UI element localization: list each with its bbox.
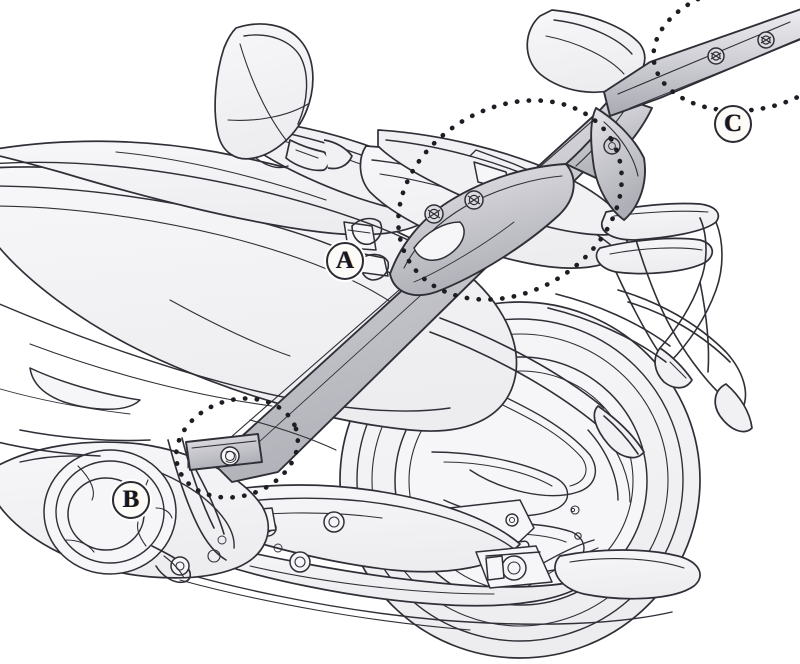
accessory-rack-assembly [185,8,800,483]
highlight-zone-a [396,98,624,302]
rear-view-mirror [214,23,353,172]
top-rail-bolt-1 [707,47,725,65]
exhaust-silencer [475,545,701,600]
callout-marker-a[interactable]: A [326,242,364,280]
engine-transmission-case [0,437,270,584]
callout-label-a: A [335,246,355,274]
bracket-bolt-2 [464,190,484,210]
callout-marker-c[interactable]: C [714,105,752,143]
misc-details [0,419,337,457]
callout-label-b: B [122,485,140,513]
callout-marker-b[interactable]: B [112,481,150,519]
highlight-zones [173,0,800,500]
callout-label-c: C [723,109,743,137]
top-rail-bolt-2 [757,31,775,49]
rear-subframe [429,289,753,459]
highlight-zone-b [173,396,301,500]
bracket-bolt-1 [424,204,444,224]
highlight-zone-c [651,0,800,114]
